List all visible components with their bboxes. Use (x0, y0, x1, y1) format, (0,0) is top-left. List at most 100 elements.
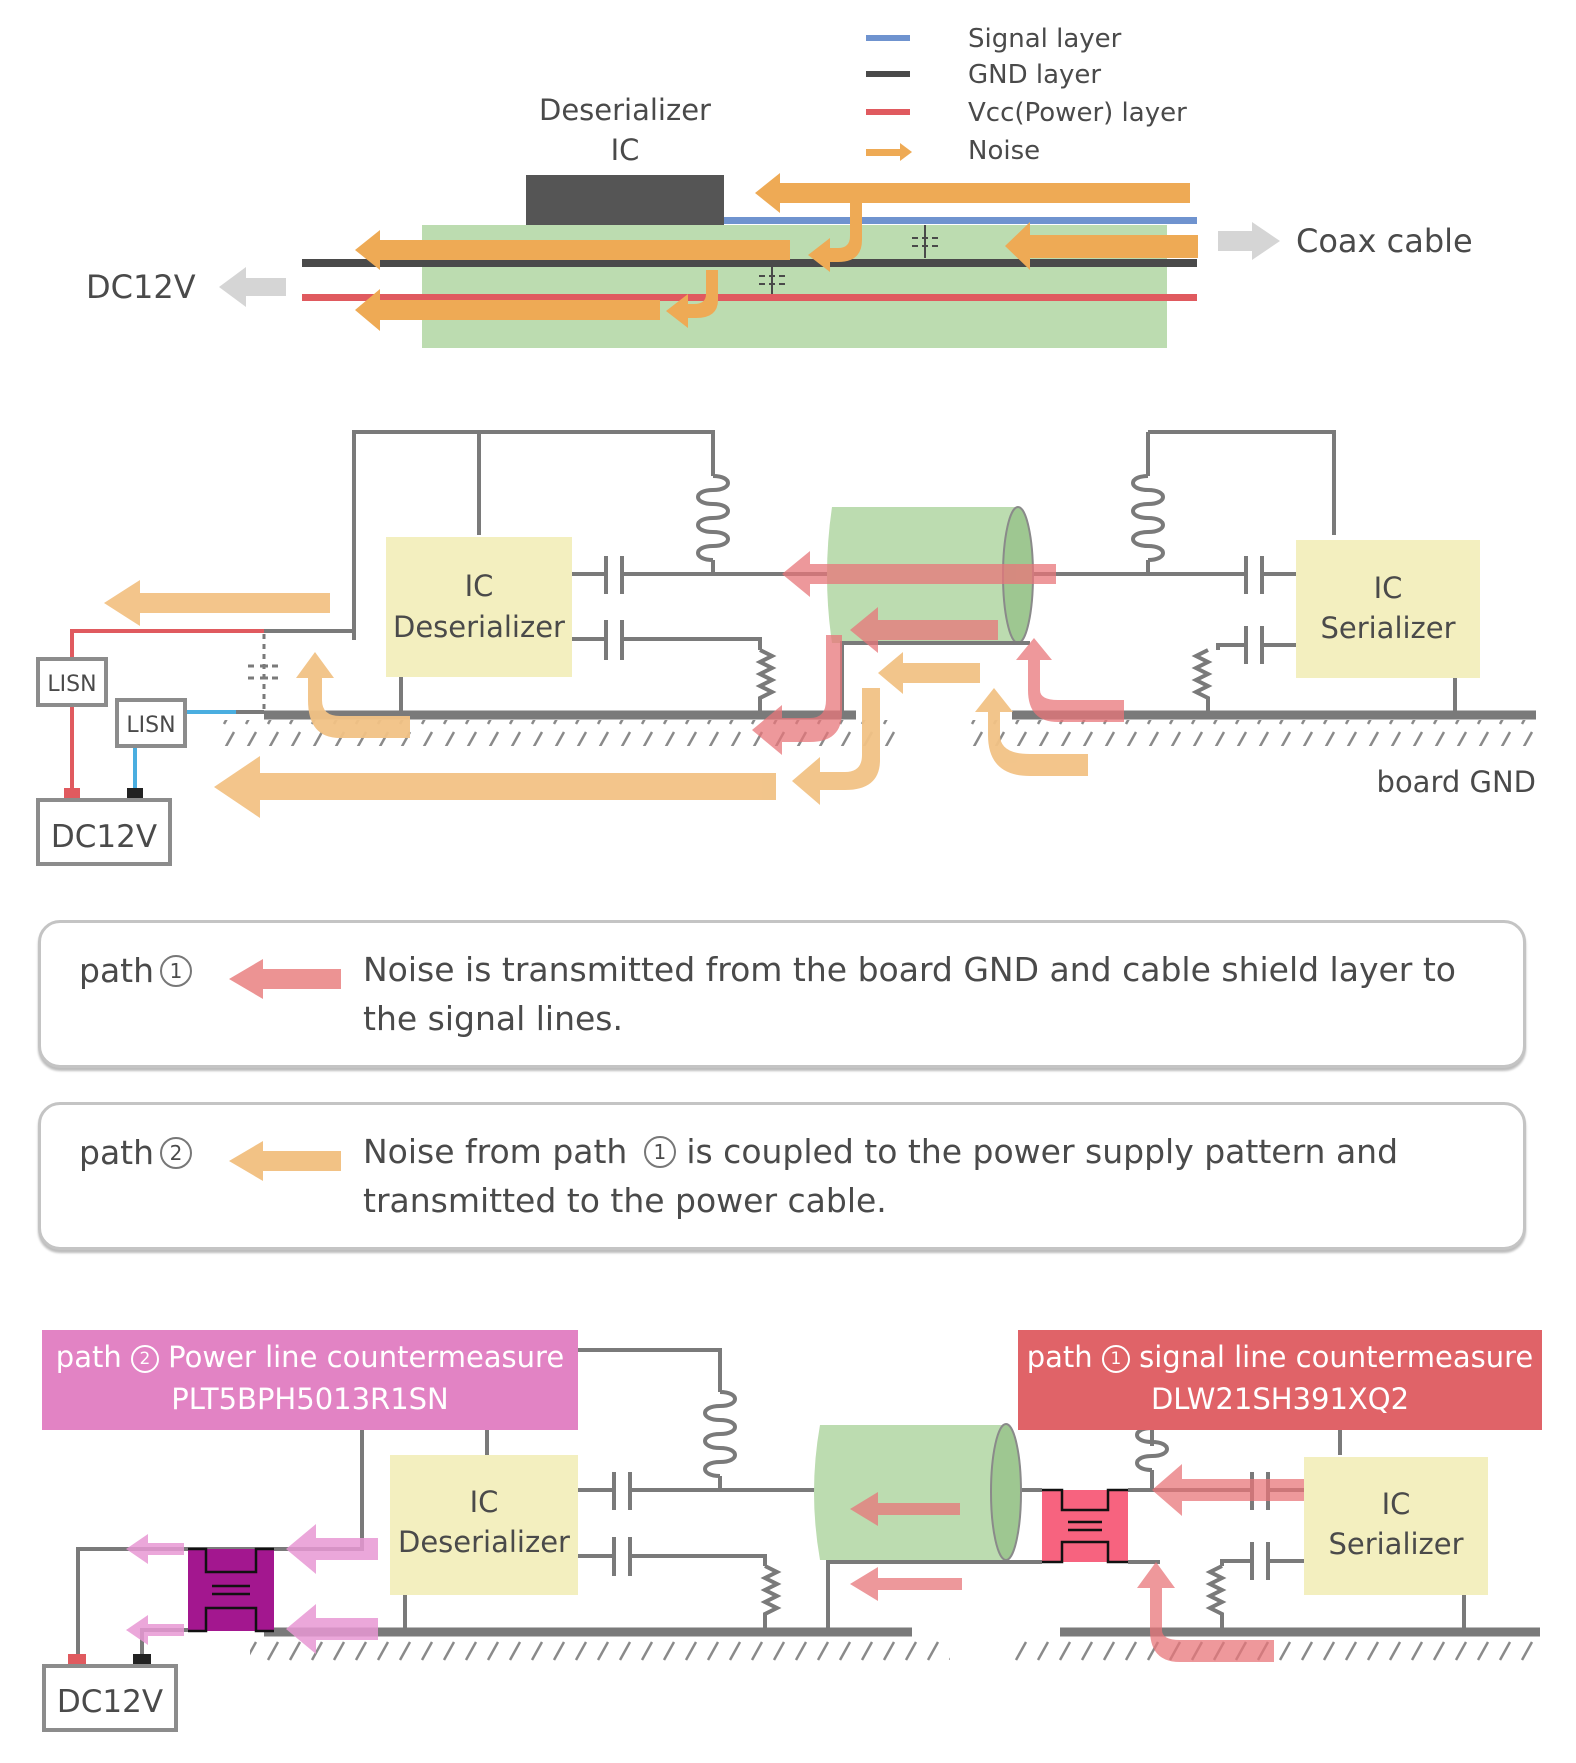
coax-cable-label: Coax cable (1296, 222, 1473, 260)
capacitor-icon (1244, 556, 1264, 594)
vcc-layer (302, 294, 1197, 301)
ic-serializer (1296, 540, 1480, 678)
dc12v-source-label: DC12V (57, 1684, 163, 1720)
signal-countermeasure-label: path 1 signal line countermeasure DLW21S… (1018, 1330, 1542, 1430)
legend-label-signal: Signal layer (968, 24, 1122, 54)
capacitor-icon (612, 1472, 632, 1510)
lisn-box-2 (115, 698, 187, 748)
board-gnd-label: board GND (1377, 765, 1536, 799)
ic-serializer-label: IC (1374, 571, 1403, 605)
path2-desc-part1: Noise from path (363, 1132, 638, 1171)
power-cm-title: Power line countermeasure (168, 1340, 565, 1374)
ic-serializer (1304, 1457, 1488, 1595)
inductor-icon (703, 1390, 737, 1478)
signal-cm-part-number: DLW21SH391XQ2 (1150, 1382, 1410, 1416)
ic-deserializer-label-line2: Deserializer (398, 1525, 570, 1559)
ground-hatch (250, 1638, 950, 1664)
inductor-icon (696, 474, 730, 562)
path1-number: 1 (160, 955, 193, 987)
negative-terminal (133, 1654, 151, 1664)
power-countermeasure-label: path 2 Power line countermeasure PLT5BPH… (42, 1330, 578, 1430)
legend-swatch-signal (866, 35, 910, 41)
ic-serializer-label-line2: Serializer (1320, 611, 1455, 645)
path2-arrow-icon (229, 1141, 341, 1181)
coax-arrow-icon (1218, 222, 1280, 260)
resistor-icon (755, 648, 777, 712)
signal-choke-icon (1042, 1488, 1128, 1564)
path1-description: Noise is transmitted from the board GND … (363, 950, 1456, 1038)
ic-deserializer-label: IC (465, 569, 494, 603)
noise-arrow (755, 173, 1190, 213)
ic-deserializer-label: IC (470, 1485, 499, 1519)
capacitor-icon (604, 620, 624, 660)
deserializer-ic-chip (526, 175, 724, 225)
path2-desc-part2: is coupled to the power supply pattern a… (363, 1132, 1399, 1220)
deserializer-ic-label: Deserializer (539, 93, 711, 127)
pcb-cross-section: Signal layer GND layer Vcc(Power) layer … (86, 24, 1473, 348)
legend-noise-arrow-icon (866, 143, 912, 161)
ic-deserializer (386, 537, 572, 677)
noise-arrows (355, 173, 1198, 331)
positive-terminal (64, 788, 80, 798)
lisn-box-1 (36, 657, 108, 707)
power-cm-prefix: path (55, 1340, 122, 1374)
capacitor-icon (1250, 1542, 1270, 1580)
ic-serializer-label: IC (1382, 1487, 1411, 1521)
dc12v-arrow-icon (219, 267, 286, 307)
noise-arrow (666, 270, 718, 328)
path2-number: 2 (160, 1137, 193, 1169)
path1-arrow-icon (229, 959, 341, 999)
path2-desc-ref-number: 1 (643, 1136, 676, 1168)
deserializer-ic-label-line2: IC (611, 133, 640, 167)
parasitic-capacitor-icon (912, 225, 938, 258)
positive-terminal (68, 1654, 86, 1664)
gnd-layer (302, 259, 1197, 267)
noise-arrow (355, 230, 790, 270)
signal-cm-num: 1 (1101, 1345, 1130, 1373)
resistor-icon (760, 1564, 782, 1630)
signal-noise-arrows (850, 1464, 1304, 1662)
coax-cable-icon (814, 1423, 1022, 1561)
legend-label-noise: Noise (968, 136, 1040, 166)
resistor-icon (1191, 648, 1213, 712)
noise-path-circuit: IC Deserializer IC Serializer board GND (36, 430, 1536, 866)
resistor-icon (1205, 1564, 1227, 1630)
legend-label-vcc: Vcc(Power) layer (968, 98, 1187, 128)
power-noise-arrows (126, 1524, 378, 1654)
negative-terminal (127, 788, 143, 798)
power-cm-part-number: PLT5BPH5013R1SN (171, 1382, 449, 1416)
ic-serializer-label-line2: Serializer (1328, 1527, 1463, 1561)
path2-description: Noise from path 1 is coupled to the powe… (363, 1127, 1483, 1225)
signal-cm-prefix: path (1026, 1340, 1093, 1374)
power-cm-num: 2 (130, 1345, 159, 1373)
capacitor-icon (612, 1537, 632, 1576)
power-choke-icon (188, 1547, 274, 1633)
path1-label-text: path (79, 951, 155, 990)
noise-arrow (1005, 222, 1198, 270)
path2-label-text: path (79, 1133, 155, 1172)
ground-hatch (1012, 1638, 1540, 1664)
ground-hatch (968, 720, 1536, 746)
noise-arrow (355, 289, 660, 331)
noise-arrow (808, 185, 862, 272)
capacitor-icon (604, 556, 624, 594)
parasitic-capacitor-icon (759, 267, 785, 294)
countermeasure-circuit: IC Deserializer IC Serializer (42, 1348, 1540, 1732)
layer-legend: Signal layer GND layer Vcc(Power) layer … (866, 24, 1187, 166)
path1-noise-arrows (752, 551, 1124, 755)
ic-deserializer-label-line2: Deserializer (393, 610, 565, 644)
ic-deserializer (390, 1455, 578, 1595)
legend-swatch-vcc (866, 109, 910, 115)
lisn-label-2: LISN (126, 713, 175, 738)
legend-swatch-gnd (866, 71, 910, 77)
legend-label-gnd: GND layer (968, 60, 1101, 90)
signal-layer (724, 217, 1197, 224)
capacitor-icon (1244, 626, 1264, 664)
lisn-label-1: LISN (47, 672, 96, 697)
inductor-icon (1131, 474, 1165, 562)
